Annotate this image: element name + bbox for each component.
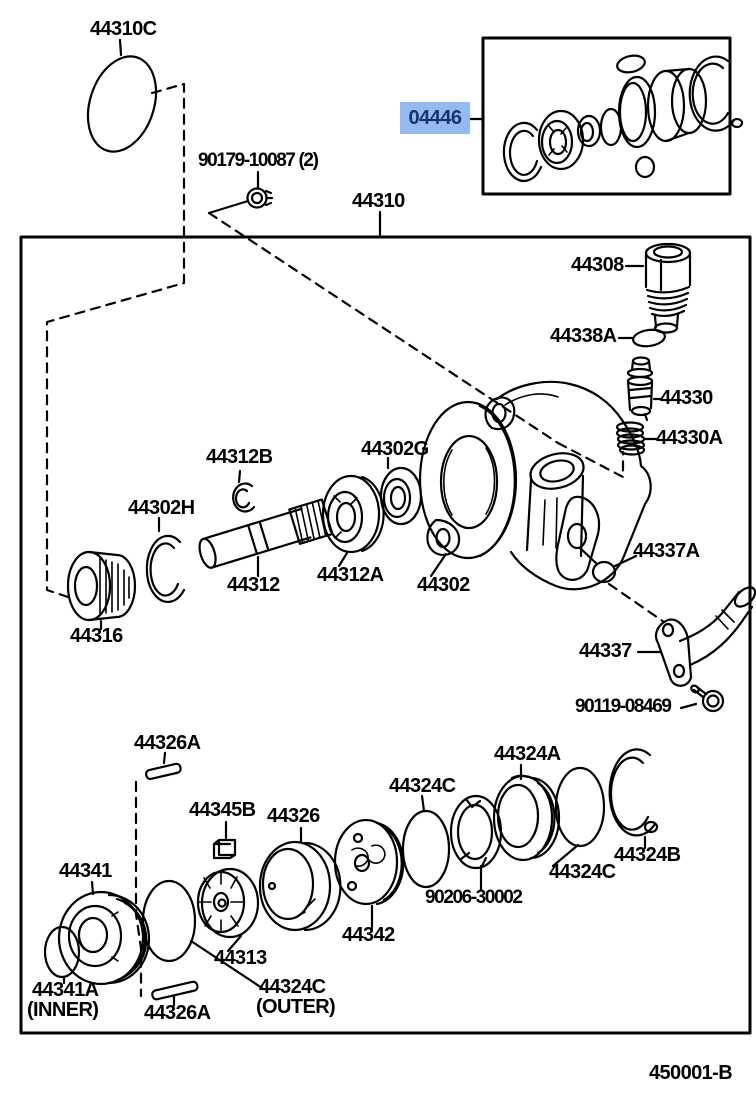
part-label-44324a[interactable]: 44324A (494, 743, 561, 765)
part-label-44302[interactable]: 44302 (417, 574, 470, 596)
part-label-44312b[interactable]: 44312B (206, 446, 273, 468)
part-label-44330a[interactable]: 44330A (656, 427, 723, 449)
part-label-44312[interactable]: 44312 (227, 574, 280, 596)
part-drawing-44313-rotor (196, 867, 260, 939)
part-drawing-44330a-spring (615, 421, 646, 456)
main-assembly-box (19, 235, 752, 1035)
part-label-90206-30002[interactable]: 90206-30002 (425, 887, 523, 908)
part-label-44342[interactable]: 44342 (342, 924, 395, 946)
part-drawing-44342-rotor (333, 818, 405, 906)
part-drawing-44302h-ring (145, 534, 186, 604)
part-label-44330[interactable]: 44330 (660, 387, 713, 409)
part-label-44326[interactable]: 44326 (267, 805, 320, 827)
part-drawing-44324b-snapring (608, 748, 659, 837)
part-label-44312a[interactable]: 44312A (317, 564, 384, 586)
part-label-04446-highlighted[interactable]: 04446 (400, 102, 470, 134)
part-drawing-bolt-90119 (690, 684, 725, 713)
part-label-44324c-outer[interactable]: 44324C (259, 976, 326, 998)
part-drawing-90206-plate (449, 794, 503, 870)
part-drawing-44345b-key (212, 838, 237, 860)
part-label-44316[interactable]: 44316 (70, 625, 123, 647)
part-label-90119-08469[interactable]: 90119-08469 (575, 696, 672, 717)
part-label-44345b[interactable]: 44345B (189, 799, 256, 821)
part-drawing-44326-cam-ring (258, 840, 342, 932)
kit-inset-parts (502, 54, 744, 183)
part-label-44326a-top[interactable]: 44326A (134, 732, 201, 754)
part-drawing-44330 (626, 356, 654, 422)
part-drawing-44312-shaft (198, 498, 334, 569)
part-label-44341a-inner: (INNER) (27, 999, 99, 1021)
part-drawing-44312a-bearing (321, 474, 385, 554)
part-drawing-44337 (654, 586, 756, 687)
leader-lines (62, 38, 698, 1007)
part-label-44324c-outer-sub: (OUTER) (256, 996, 336, 1018)
part-label-44310c[interactable]: 44310C (90, 18, 157, 40)
part-label-44338a[interactable]: 44338A (550, 325, 617, 347)
part-drawing-44302g-seal (379, 466, 423, 526)
part-label-44341[interactable]: 44341 (59, 860, 112, 882)
part-drawing-44337a (591, 560, 617, 584)
part-label-44324b[interactable]: 44324B (614, 844, 681, 866)
part-drawing-44326a-pin-top (145, 762, 182, 781)
part-label-44308[interactable]: 44308 (571, 254, 624, 276)
part-drawing-44316 (66, 550, 137, 622)
part-drawing-44324c-right-ring (554, 766, 606, 848)
part-drawing-44310c (86, 55, 158, 153)
part-drawing-44324c-outer-ring (141, 879, 197, 963)
part-label-44302g[interactable]: 44302G (361, 438, 429, 460)
part-drawing-44338a (632, 328, 666, 348)
part-drawing-44326a-pin-bottom (151, 980, 199, 1001)
part-label-90179-10087[interactable]: 90179-10087 (2) (198, 150, 319, 171)
part-label-44302h[interactable]: 44302H (128, 497, 195, 519)
figure-code: 450001-B (649, 1062, 733, 1084)
part-label-44324c-mid[interactable]: 44324C (389, 775, 456, 797)
part-drawing-44312b-clip (232, 482, 256, 513)
part-label-44337a[interactable]: 44337A (633, 540, 700, 562)
dashed-reference-lines (45, 82, 666, 998)
part-drawing-44308 (644, 242, 692, 334)
part-drawing-44324c-mid-ring (401, 809, 451, 889)
part-label-44341a[interactable]: 44341A (32, 979, 99, 1001)
part-drawing-nut-90179 (246, 187, 274, 209)
part-drawing-44341a-ring (43, 925, 81, 979)
part-label-44310[interactable]: 44310 (352, 190, 405, 212)
part-label-44337[interactable]: 44337 (579, 640, 632, 662)
part-drawing-44302-housing (418, 380, 652, 591)
part-label-44313[interactable]: 44313 (214, 947, 267, 969)
part-label-44324c-right[interactable]: 44324C (549, 861, 616, 883)
part-drawing-44324a-ring (492, 774, 561, 862)
part-label-44326a-bottom[interactable]: 44326A (144, 1002, 211, 1024)
kit-inset-box (481, 36, 732, 196)
